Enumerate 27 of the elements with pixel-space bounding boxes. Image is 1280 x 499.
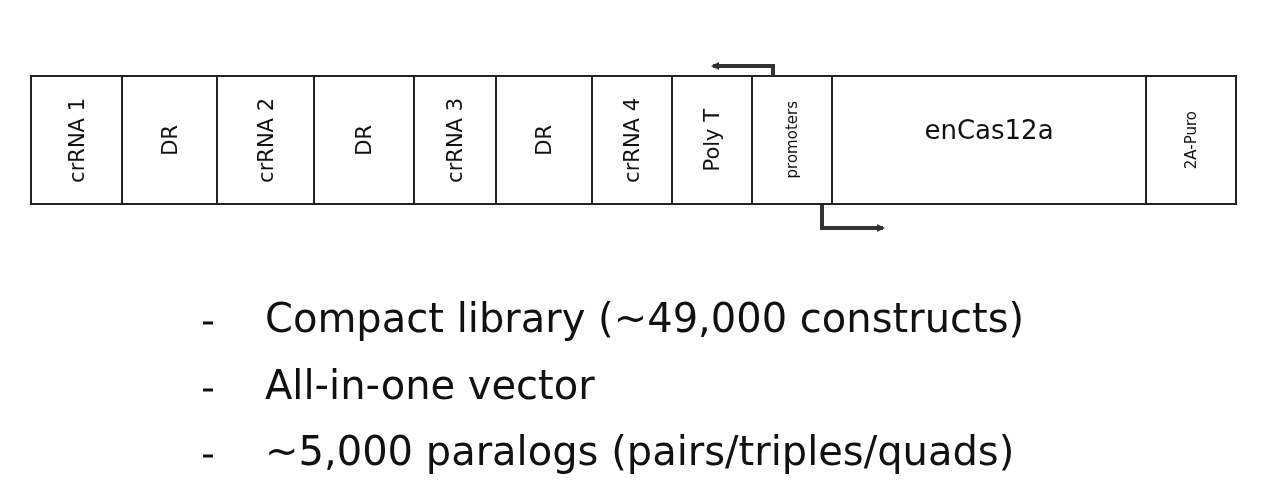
vector-segment <box>751 75 833 205</box>
vector-segment <box>216 75 315 205</box>
vector-segment <box>671 75 753 205</box>
vector-segment <box>1145 75 1237 205</box>
segment-label: crRNA 4 <box>620 97 644 183</box>
vector-segment <box>121 75 218 205</box>
segment-label: DR <box>157 124 182 156</box>
promoter-arrow <box>820 205 885 232</box>
segment-label: crRNA 3 <box>443 97 467 183</box>
segment-label: DR <box>532 124 556 156</box>
vector-segment <box>591 75 673 205</box>
vector-segment <box>30 75 123 205</box>
segment-label: enCas12a <box>924 115 1054 145</box>
vector-segment <box>313 75 415 205</box>
segment-label: Poly T <box>700 108 724 172</box>
bullet-text: Compact library (~49,000 constructs) <box>265 295 1025 341</box>
bullet-text: All-in-one vector <box>265 362 595 408</box>
promoter-arrow <box>711 62 775 76</box>
segment-label: crRNA 2 <box>253 97 278 183</box>
segment-label: DR <box>352 124 376 156</box>
segment-label: 2A-Puro <box>1182 110 1200 170</box>
vector-segment <box>831 75 1147 205</box>
bullet-text: ~5,000 paralogs (pairs/triples/quads) <box>265 428 1015 474</box>
vector-segment <box>413 75 497 205</box>
segment-label: promoters <box>783 101 801 179</box>
segment-label: crRNA 1 <box>64 97 89 183</box>
vector-segment <box>495 75 593 205</box>
